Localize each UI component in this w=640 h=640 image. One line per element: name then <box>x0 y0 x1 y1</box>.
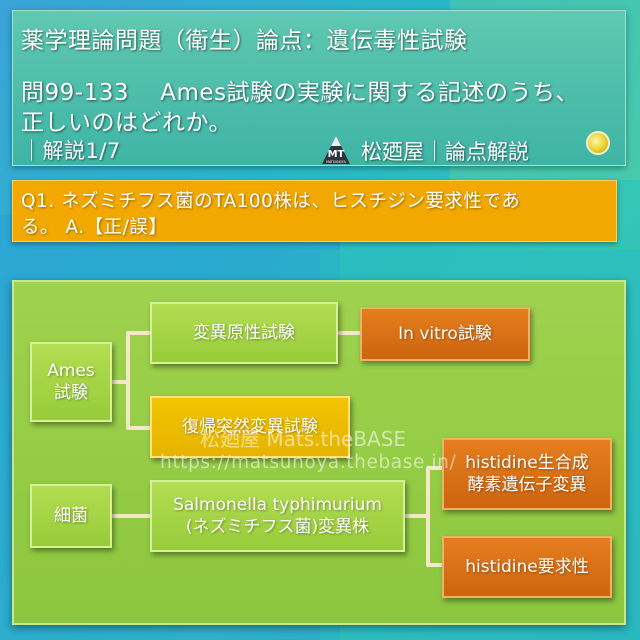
watermark-url: https://matsunoya.thebase.in/ <box>160 452 457 473</box>
node-salmonella-strain: Salmonella typhimurium (ネズミチフス菌)変異株 <box>150 480 405 552</box>
logo-subtext: MATSUNOYA <box>326 160 346 164</box>
question-bar: Q1. ネズミチフス菌のTA100株は、ヒスチジン要求性であ る。 A.【正/誤… <box>12 180 617 242</box>
question-line-1: Q1. ネズミチフス菌のTA100株は、ヒスチジン要求性であ <box>21 191 521 212</box>
coin-icon <box>586 131 610 155</box>
node-histidine-requirement: histidine要求性 <box>442 536 612 598</box>
title-line-3: 正しいのはどれか。 <box>21 110 233 136</box>
node-histidine-gene-mutation: histidine生合成 酵素遺伝子変異 <box>442 438 612 510</box>
logo-text: MT <box>328 149 345 160</box>
node-mutagenicity-test: 変異原性試験 <box>150 302 338 364</box>
brand-group: MT MATSUNOYA 松廼屋｜論点解説 <box>319 135 529 167</box>
node-in-vitro-test: In vitro試験 <box>360 307 530 361</box>
node-reverse-mutation-test: 復帰突然変異試験 <box>150 396 350 458</box>
question-line-2: る。 A.【正/誤】 <box>21 217 168 238</box>
matsunoya-logo-icon: MT MATSUNOYA <box>319 134 353 168</box>
node-ames-test: Ames 試験 <box>30 342 112 422</box>
brand-name: 松廼屋｜論点解説 <box>361 140 529 164</box>
title-line-1: 薬学理論問題（衛生）論点：遺伝毒性試験 <box>21 28 468 54</box>
title-header: 薬学理論問題（衛生）論点：遺伝毒性試験 問99-133 Ames試験の実験に関す… <box>12 10 626 166</box>
title-line-2: 問99-133 Ames試験の実験に関する記述のうち、 <box>21 80 580 106</box>
watermark-brand: 松廼屋 Mats.theBASE <box>200 427 407 451</box>
slide-counter: ｜解説1/7 <box>21 139 121 163</box>
node-bacteria: 細菌 <box>30 484 112 548</box>
